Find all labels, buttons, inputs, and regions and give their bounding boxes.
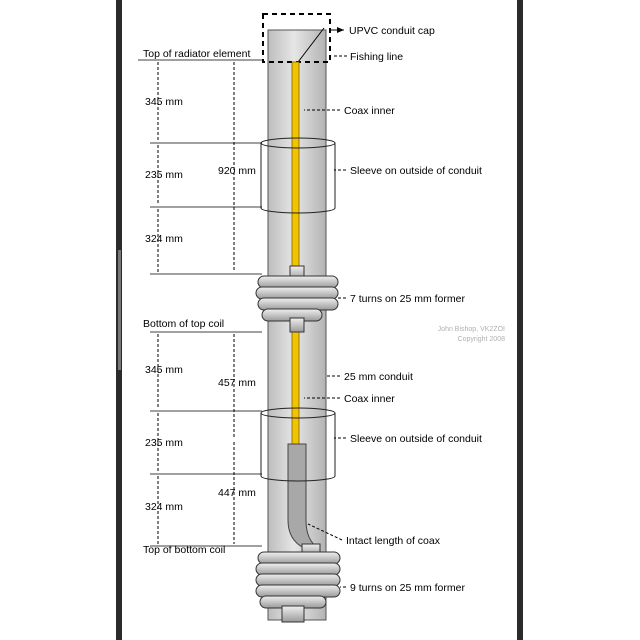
right-frame-edge bbox=[517, 0, 523, 640]
label-intact-coax: Intact length of coax bbox=[346, 535, 441, 547]
credit-author: John Bishop, VK2ZOI bbox=[438, 326, 505, 333]
coax-inner-bottom bbox=[291, 331, 300, 445]
label-fishing-line: Fishing line bbox=[350, 51, 403, 63]
dim-upper-1: 345 mm bbox=[145, 96, 183, 108]
left-frame bbox=[0, 0, 122, 640]
label-coax-inner-bottom: Coax inner bbox=[344, 393, 395, 405]
dim-lower-1: 345 mm bbox=[145, 364, 183, 376]
credit-copyright: Copyright 2008 bbox=[458, 336, 506, 343]
label-conduit: 25 mm conduit bbox=[344, 371, 413, 383]
dimension-arrows bbox=[157, 62, 235, 544]
label-sleeve-bottom: Sleeve on outside of conduit bbox=[350, 433, 482, 445]
dim-upper-total: 920 mm bbox=[218, 165, 256, 177]
dim-lower-2: 235 mm bbox=[145, 437, 183, 449]
dim-upper-2: 235 mm bbox=[145, 169, 183, 181]
dim-lower-b: 447 mm bbox=[218, 487, 256, 499]
label-sleeve-top: Sleeve on outside of conduit bbox=[350, 165, 482, 177]
label-pointers bbox=[304, 27, 347, 588]
label-coax-inner-top: Coax inner bbox=[344, 105, 395, 117]
label-top-bottom-coil: Top of bottom coil bbox=[143, 544, 225, 556]
label-turns-top: 7 turns on 25 mm former bbox=[350, 293, 465, 305]
label-bottom-top-coil: Bottom of top coil bbox=[143, 318, 224, 330]
coax-inner-top bbox=[291, 61, 300, 275]
coil-bottom bbox=[255, 543, 341, 623]
label-top-radiator: Top of radiator element bbox=[143, 48, 250, 60]
coil-top bbox=[255, 265, 339, 333]
label-turns-bottom: 9 turns on 25 mm former bbox=[350, 582, 465, 594]
sleeve-bottom bbox=[260, 407, 336, 482]
reference-lines bbox=[138, 59, 262, 547]
dim-upper-3: 324 mm bbox=[145, 233, 183, 245]
label-upvc-cap: UPVC conduit cap bbox=[349, 25, 435, 37]
dim-lower-a: 457 mm bbox=[218, 377, 256, 389]
left-frame-scroll-mark bbox=[118, 250, 121, 370]
dim-lower-3: 324 mm bbox=[145, 501, 183, 513]
